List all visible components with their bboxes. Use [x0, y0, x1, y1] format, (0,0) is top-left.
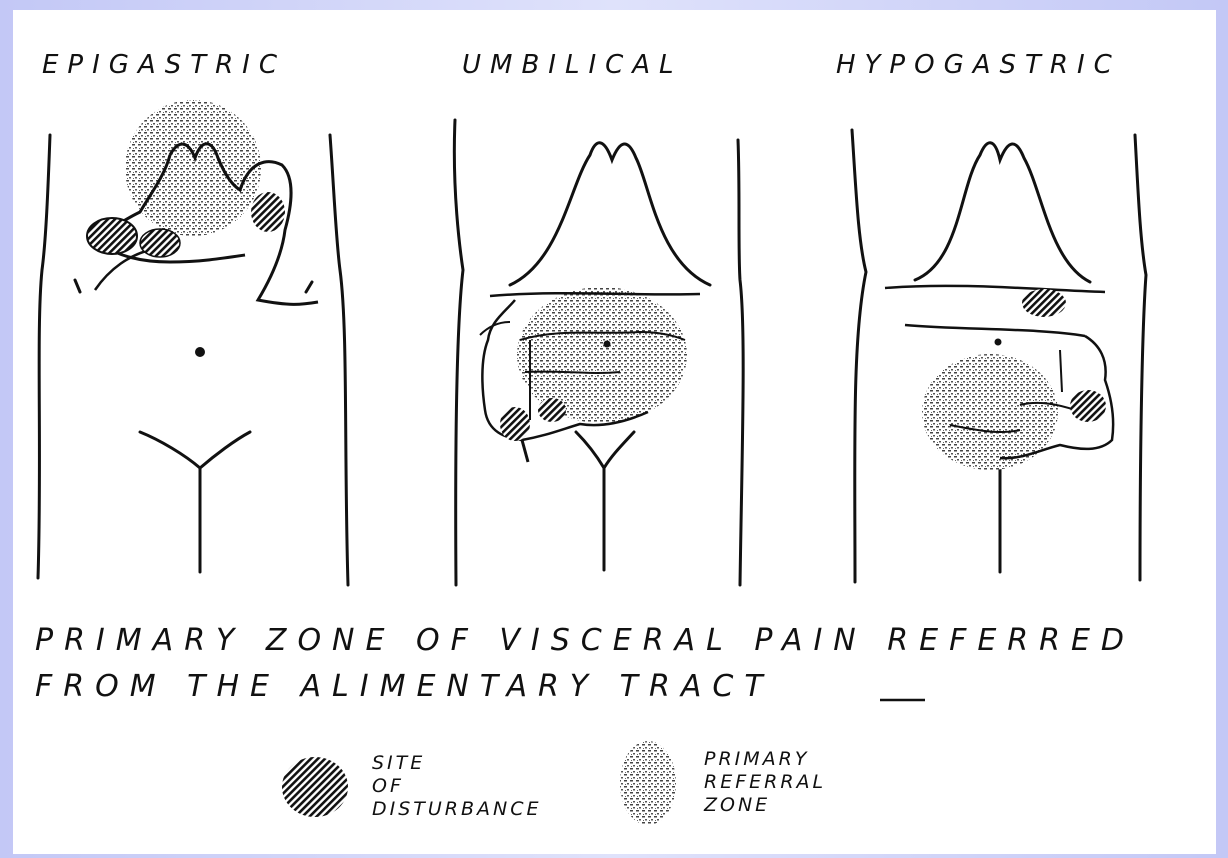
caption-line-2: FROM THE ALIMENTARY TRACT	[35, 664, 1135, 710]
umbilical-organs	[480, 287, 700, 462]
legend-site-of-disturbance-symbol	[282, 757, 348, 817]
legend-referral-line-3: ZONE	[704, 794, 826, 817]
figure-caption: PRIMARY ZONE OF VISCERAL PAIN REFERRED F…	[35, 618, 1135, 710]
site-disturbance-umbilical-1	[500, 407, 530, 441]
site-disturbance-epigastric-3	[251, 192, 285, 232]
legend-primary-referral-zone-label: PRIMARY REFERRAL ZONE	[704, 748, 826, 817]
site-disturbance-umbilical-2	[538, 398, 566, 422]
label-umbilical: UMBILICAL	[462, 50, 683, 80]
legend-referral-line-2: REFERRAL	[704, 771, 826, 794]
site-disturbance-epigastric-1	[87, 218, 137, 254]
referral-zone-epigastric	[125, 100, 261, 236]
site-disturbance-hypogastric-1	[1022, 289, 1066, 317]
label-epigastric: EPIGASTRIC	[42, 50, 286, 80]
legend-site-line-1: SITE	[372, 752, 542, 775]
legend-site-of-disturbance-label: SITE OF DISTURBANCE	[372, 752, 542, 821]
legend-site-line-2: OF	[372, 775, 542, 798]
label-hypogastric: HYPOGASTRIC	[836, 50, 1121, 80]
legend-referral-line-1: PRIMARY	[704, 748, 826, 771]
site-disturbance-hypogastric-2	[1070, 390, 1106, 422]
legend-primary-referral-zone-symbol	[620, 741, 676, 825]
caption-line-1: PRIMARY ZONE OF VISCERAL PAIN REFERRED	[35, 618, 1135, 664]
legend-site-line-3: DISTURBANCE	[372, 798, 542, 821]
site-disturbance-epigastric-2	[140, 229, 180, 257]
hypogastric-organs	[885, 286, 1113, 470]
epigastric-organs	[87, 100, 318, 304]
